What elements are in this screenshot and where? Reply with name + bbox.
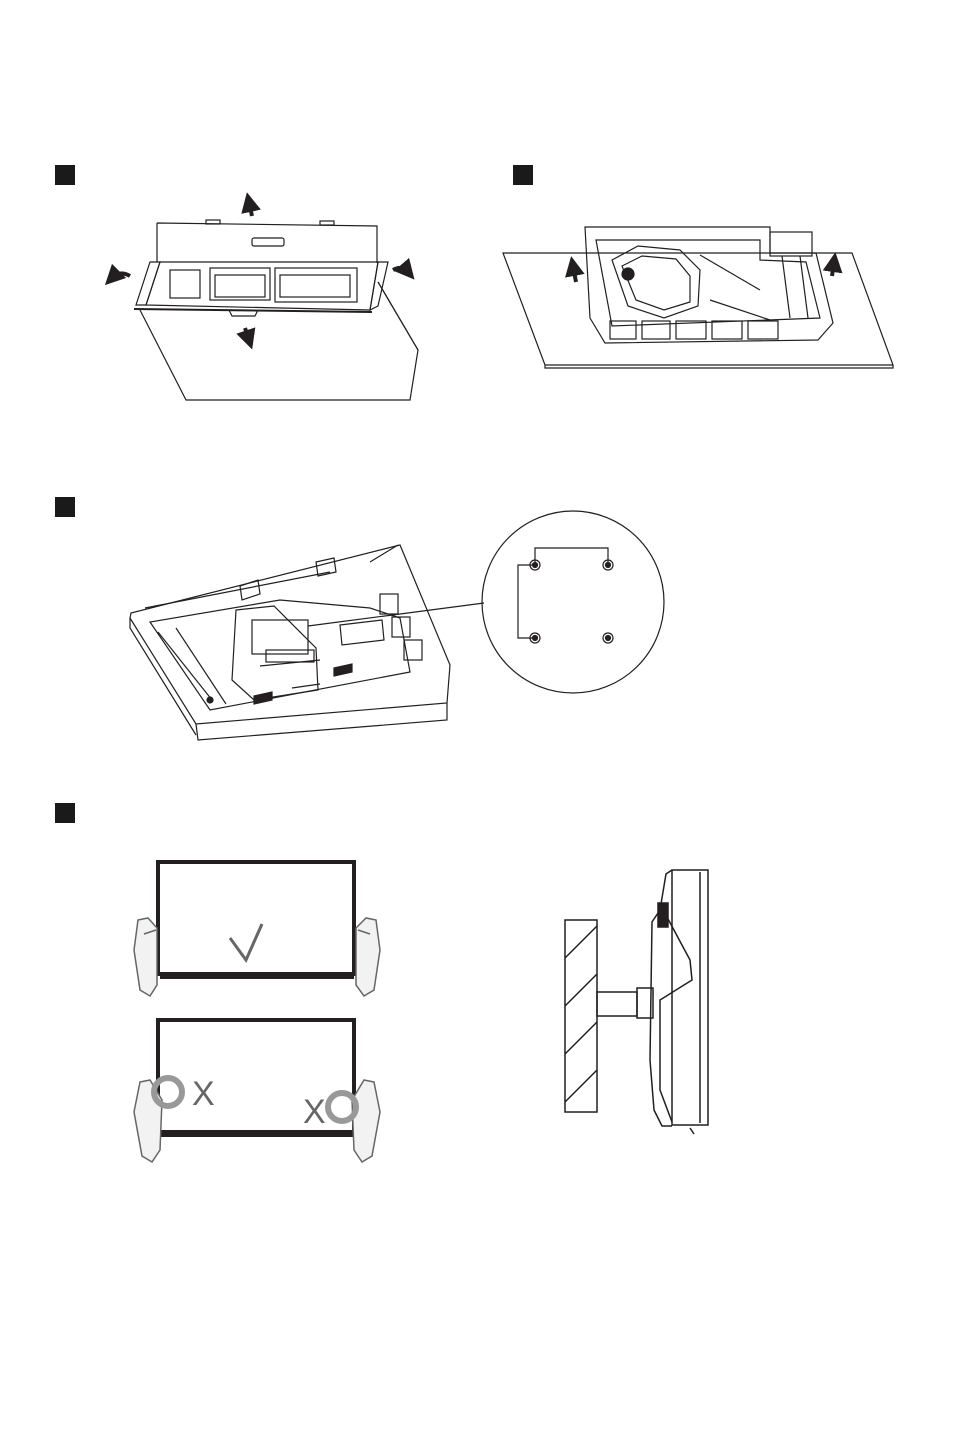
wall-mount-side-view-illustration — [565, 870, 708, 1134]
check-mark-icon — [230, 924, 262, 960]
vesa-detail-circle — [482, 511, 664, 693]
wrong-mark-left: X — [192, 1075, 215, 1113]
step1-arrows — [112, 202, 408, 340]
correct-handling-illustration — [134, 862, 380, 996]
step1-open-box-illustration — [134, 220, 418, 400]
wrong-mark-right: X — [303, 1093, 326, 1131]
step2-arrows — [573, 262, 834, 282]
vesa-screw-hole-icon — [603, 633, 613, 643]
step2-foam-on-surface-illustration — [503, 227, 893, 368]
wrong-handling-illustration: X X — [134, 1020, 380, 1162]
step3-monitor-back-illustration — [130, 545, 484, 740]
